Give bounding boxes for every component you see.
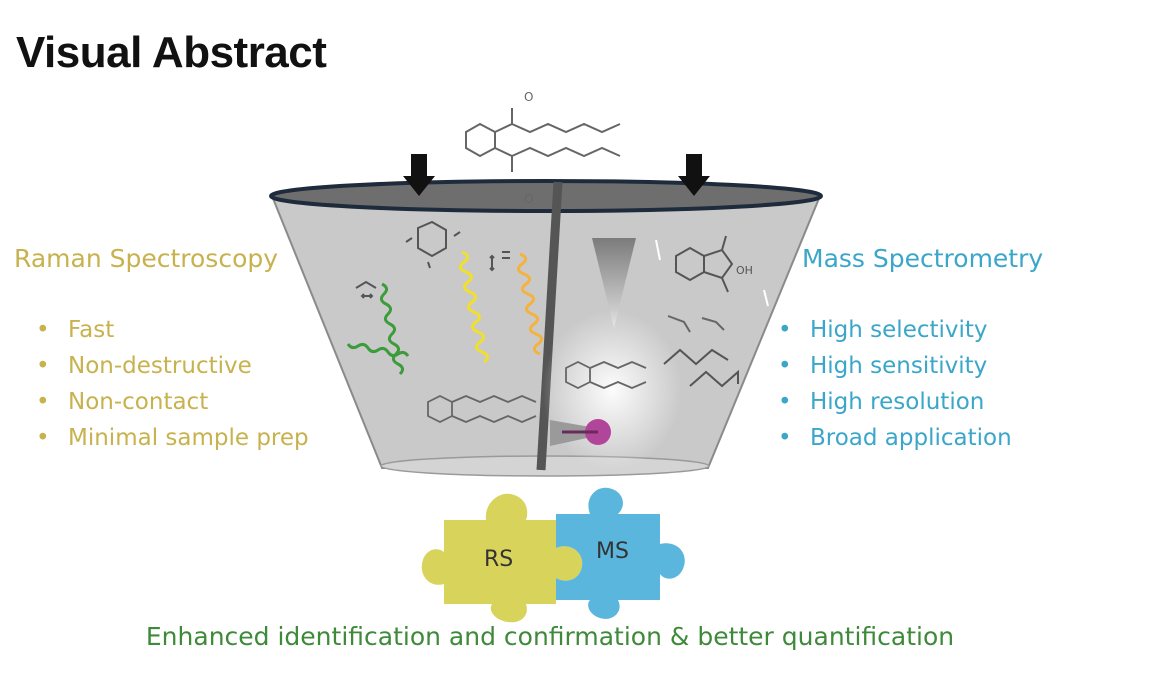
puzzle-piece-ms (556, 487, 685, 619)
bullet-dot-icon: • (36, 317, 50, 343)
list-item: •High sensitivity (778, 348, 1012, 384)
bullet-dot-icon: • (778, 389, 792, 415)
list-item: •Non-destructive (36, 348, 309, 384)
puzzle-label-ms: MS (596, 539, 629, 564)
bullet-dot-icon: • (778, 353, 792, 379)
yellow-wave (459, 250, 489, 364)
down-arrow-icon (678, 154, 710, 196)
phthalate-molecule-raman (427, 394, 537, 424)
list-item: •Fast (36, 312, 309, 348)
spray-cone (592, 238, 636, 328)
bullet-dot-icon: • (778, 317, 792, 343)
vibration-symbol (355, 251, 510, 299)
fragment-arrows (655, 239, 769, 333)
phthalate-molecule-mass (565, 360, 647, 390)
phthalic-ion-molecule (675, 235, 734, 293)
bullet-dot-icon: • (36, 425, 50, 451)
green-wave-short (346, 342, 410, 358)
benzene-ring (405, 220, 461, 269)
spray-glow (542, 310, 682, 470)
mass-heading: Mass Spectrometry (802, 244, 1044, 273)
raman-heading: Raman Spectroscopy (14, 244, 279, 273)
list-item: •Non-contact (36, 384, 309, 420)
raman-benefits-list: •Fast •Non-destructive •Non-contact •Min… (36, 312, 309, 456)
mass-benefits-list: •High selectivity •High sensitivity •Hig… (778, 312, 1012, 456)
puzzle-label-rs: RS (484, 547, 513, 572)
bullet-dot-icon: • (36, 389, 50, 415)
bullet-dot-icon: • (778, 425, 792, 451)
oh-label: OH (736, 264, 753, 277)
list-item: •Minimal sample prep (36, 420, 309, 456)
list-item: •High resolution (778, 384, 1012, 420)
oxygen-label-top: O (524, 90, 533, 104)
list-item: •High selectivity (778, 312, 1012, 348)
page-title: Visual Abstract (16, 28, 327, 77)
list-item: •Broad application (778, 420, 1012, 456)
down-arrow-icon (403, 154, 435, 196)
orange-wave (517, 252, 543, 356)
bullet-dot-icon: • (36, 353, 50, 379)
funnel-divider (536, 181, 563, 471)
conclusion-caption: Enhanced identification and confirmation… (145, 622, 955, 651)
green-wave (379, 282, 405, 376)
funnel-rim (269, 179, 823, 213)
puzzle-piece-rs (421, 493, 583, 623)
oxygen-label-bottom: O (524, 192, 533, 206)
phthalate-molecule-top (465, 108, 621, 172)
butanol-fragment (663, 348, 739, 388)
